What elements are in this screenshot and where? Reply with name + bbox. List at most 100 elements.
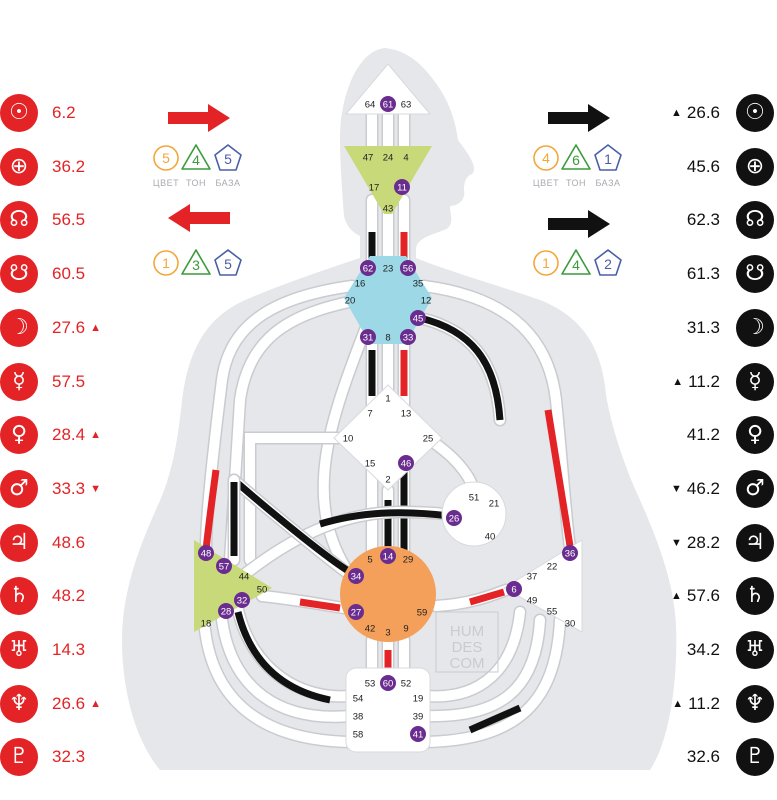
gate-63: 63	[401, 100, 412, 111]
up-triangle-icon: ▲	[90, 429, 101, 442]
gate-46-marker	[398, 455, 414, 471]
uranus-icon: ♅	[736, 631, 774, 669]
planet-value: 6.2	[52, 103, 76, 122]
gate-11-marker	[394, 179, 410, 195]
gate-21: 21	[489, 499, 500, 510]
gate-62: 62	[363, 264, 374, 275]
design-planet-row: ☽27.6▲	[0, 308, 140, 348]
tone-triangle-icon	[181, 249, 211, 275]
gate-39: 39	[413, 712, 424, 723]
channel	[318, 317, 373, 580]
planet-value: 32.6	[686, 747, 720, 767]
channel-active	[231, 477, 352, 576]
personality-planet-row: 34.2♅	[637, 630, 774, 670]
gate-12: 12	[421, 296, 432, 307]
design-planet-row: ☊56.5	[0, 200, 140, 240]
personality-planet-row: ▲57.6♄	[637, 576, 774, 616]
gate-23: 23	[383, 264, 394, 275]
gate-56-marker	[400, 260, 416, 276]
gate-13: 13	[401, 409, 412, 420]
planet-value: 48.2	[52, 586, 86, 606]
pluto-icon: ♇	[736, 738, 774, 777]
personality-planet-row: 62.3☊	[637, 200, 774, 240]
planet-value: 11.2	[688, 371, 720, 391]
design-planet-row: ♇32.3	[0, 737, 140, 777]
personality-planet-row: 31.3☽	[637, 308, 774, 348]
gate-54: 54	[353, 694, 364, 705]
gate-1: 1	[385, 394, 390, 405]
gate-27: 27	[351, 608, 362, 619]
gate-14-marker	[380, 548, 396, 564]
jupiter-icon: ♃	[0, 523, 38, 562]
channel	[421, 607, 525, 702]
gate-10: 10	[343, 434, 354, 445]
gate-4: 4	[403, 153, 408, 164]
gate-42: 42	[365, 624, 376, 635]
gate-20: 20	[345, 296, 356, 307]
watermark-text: COM	[450, 655, 485, 672]
color-circle-icon	[533, 250, 559, 276]
moon-icon: ☽	[736, 308, 774, 347]
neptune-icon: ♆	[0, 684, 38, 723]
design-planet-row: ☋60.5	[0, 254, 140, 294]
channel	[199, 615, 355, 747]
sun-icon: ☉	[736, 94, 774, 132]
ajna-center	[344, 146, 432, 214]
design-planet-row: ☿57.5	[0, 362, 140, 402]
moon-icon: ☽	[0, 308, 38, 347]
neptune-icon: ♆	[736, 684, 774, 723]
base-value: 5	[224, 151, 232, 167]
planet-value: 60.5	[52, 264, 86, 284]
tone-value: 6	[572, 152, 580, 168]
planet-value: 32.3	[52, 747, 86, 767]
gate-51: 51	[469, 493, 480, 504]
sun-icon: ☉	[0, 94, 38, 132]
planet-value: 61.3	[686, 264, 720, 284]
gate-19: 19	[413, 694, 424, 705]
tone-value: 3	[192, 257, 200, 273]
tone-triangle-icon	[181, 144, 211, 170]
color-value: 4	[542, 150, 550, 166]
watermark-text: HUM	[450, 623, 484, 640]
color-circle-icon	[533, 145, 559, 171]
planet-value: 48.6	[52, 532, 86, 552]
gate-3: 3	[385, 628, 390, 639]
watermark	[435, 611, 499, 673]
gate-18: 18	[201, 619, 212, 630]
planet-value: 46.2	[686, 478, 720, 498]
mercury-icon: ☿	[0, 362, 38, 401]
channel	[421, 615, 565, 747]
gate-6-marker	[506, 581, 522, 597]
personality-planet-row: ▲11.2♆	[637, 684, 774, 724]
gate-31-marker	[360, 329, 376, 345]
gate-64: 64	[365, 100, 376, 111]
design-planet-row: ☉ 6.2	[0, 93, 140, 133]
planet-value: 45.6	[686, 156, 720, 176]
gate-28-marker	[218, 603, 234, 619]
gate-48: 48	[201, 549, 212, 560]
gate-7: 7	[367, 409, 372, 420]
gate-48-marker	[198, 545, 214, 561]
sacral-center	[340, 546, 436, 642]
north-node-icon: ☊	[0, 201, 38, 240]
up-triangle-icon: ▲	[672, 697, 684, 710]
personality-planet-row: 41.2♀	[637, 415, 774, 455]
base-pentagon-icon	[594, 249, 622, 276]
gate-61-marker	[380, 96, 396, 112]
north-node-icon: ☊	[736, 201, 774, 240]
gate-43: 43	[383, 204, 394, 215]
personality-planet-row: 32.6 ♇	[637, 737, 774, 777]
uranus-icon: ♅	[0, 631, 38, 669]
gate-53: 53	[365, 679, 376, 690]
gate-50: 50	[257, 585, 268, 596]
gate-35: 35	[413, 279, 424, 290]
planet-value: 26.6	[686, 103, 720, 122]
design-planet-row: ⊕36.2	[0, 147, 140, 187]
personality-planet-row: ▼46.2♂	[637, 469, 774, 509]
tone-label: ТОН	[566, 178, 586, 188]
saturn-icon: ♄	[0, 577, 38, 616]
gate-32: 32	[237, 596, 248, 607]
gate-60-marker	[380, 675, 396, 691]
base-value: 1	[604, 151, 612, 167]
